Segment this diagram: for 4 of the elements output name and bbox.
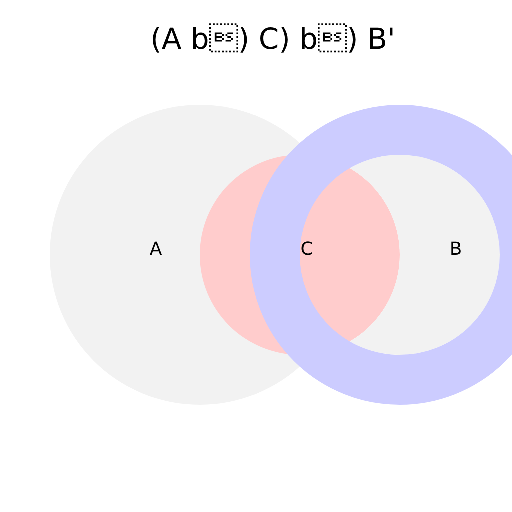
set-label: A [150,241,162,259]
title: (A b) C) b) B' [150,24,396,56]
set-label: B [450,241,462,259]
set-label: C [300,241,314,259]
